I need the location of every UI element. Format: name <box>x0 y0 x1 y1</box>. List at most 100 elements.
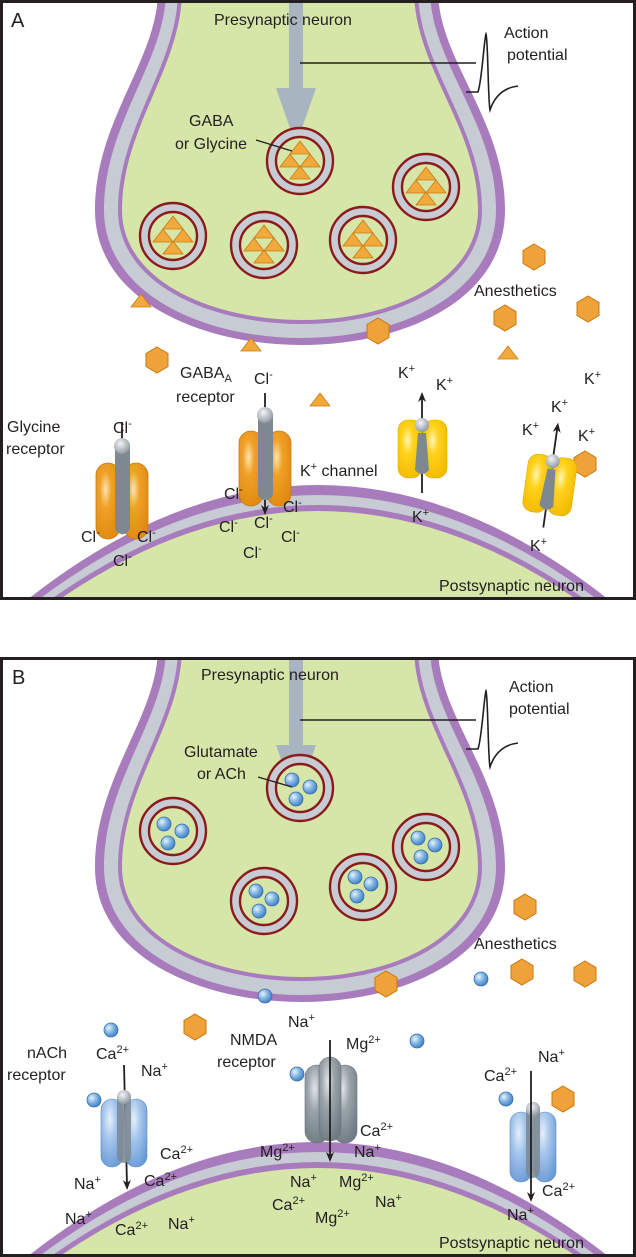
ion-label: Ca2+ <box>144 1171 177 1190</box>
ion-label: Cl- <box>254 513 273 532</box>
ion-label: Mg2+ <box>260 1142 295 1161</box>
anesthetics-label-b: Anesthetics <box>474 936 557 953</box>
postsynaptic-neuron-b <box>30 1142 606 1254</box>
glutamate-molecule <box>103 1022 119 1038</box>
action-potential-trace-b <box>300 688 519 771</box>
ion-label: Na+ <box>375 1192 402 1211</box>
glutamate-molecule <box>257 988 273 1004</box>
action-potential-trace-a <box>300 31 519 114</box>
ion-label: Na+ <box>507 1205 534 1224</box>
vesicle <box>229 866 299 936</box>
presynaptic-label-a: Presynaptic neuron <box>214 12 352 29</box>
ion-label: Na+ <box>290 1172 317 1191</box>
vesicle <box>391 812 461 882</box>
panel-letter-a: A <box>11 10 25 32</box>
transmitter-label-b-2: or ACh <box>197 766 246 783</box>
ion-label: K+ <box>578 426 595 445</box>
vesicle <box>328 852 398 922</box>
potassium-ions: K+ K+ K+ K+ K+ K+ K+ K+ <box>398 363 601 555</box>
cation-ions: Ca2+ Na+ Ca2+ Na+ Ca2+ Na+ Ca2+ Na+ Na+ … <box>65 1012 575 1239</box>
action-potential-label-1: Action <box>504 25 548 42</box>
ion-label: Ca2+ <box>272 1195 305 1214</box>
ion-label: K+ <box>522 420 539 439</box>
ion-label: Mg2+ <box>346 1034 381 1053</box>
action-potential-label-2: potential <box>509 701 570 718</box>
anesthetics-label-a: Anesthetics <box>474 283 557 300</box>
ion-label: Cl- <box>254 369 273 388</box>
nmda-receptor-label-2: receptor <box>217 1054 276 1071</box>
gabaa-receptor-label-1: GABAA <box>180 365 232 385</box>
glycine-receptor <box>95 422 149 540</box>
ion-label: Na+ <box>74 1174 101 1193</box>
ion-label: Ca2+ <box>160 1144 193 1163</box>
action-potential-arrow-a <box>276 3 316 145</box>
ion-label: Cl- <box>81 527 100 546</box>
ion-label: Na+ <box>141 1061 168 1080</box>
ion-label: Mg2+ <box>339 1172 374 1191</box>
ion-label: Cl- <box>224 484 243 503</box>
vesicle <box>138 796 208 866</box>
glutamate-molecule <box>289 1066 305 1082</box>
glycine-receptor-label-2: receptor <box>6 441 65 458</box>
transmitter-label-a-2: or Glycine <box>175 136 247 153</box>
glycine-receptor-label-1: Glycine <box>7 419 60 436</box>
vesicle <box>138 201 208 271</box>
ion-label: K+ <box>530 536 547 555</box>
ion-label: Ca2+ <box>360 1121 393 1140</box>
glutamate-molecule <box>409 1033 425 1049</box>
transmitter-label-a-1: GABA <box>189 113 234 130</box>
nmda-receptor <box>304 1040 358 1162</box>
k-channel <box>397 392 448 493</box>
k-channel-label: K+ channel <box>300 461 378 480</box>
transmitter-label-b-1: Glutamate <box>184 744 258 761</box>
postsynaptic-label-a: Postsynaptic neuron <box>439 578 584 595</box>
transmitter-pointer-b <box>257 776 293 788</box>
gabaa-receptor-label-2: receptor <box>176 389 235 406</box>
presynaptic-label-b: Presynaptic neuron <box>201 667 339 684</box>
ion-label: Cl- <box>281 527 300 546</box>
action-potential-label-2: potential <box>507 47 568 64</box>
panel-letter-b: B <box>12 667 25 689</box>
ion-label: Cl- <box>113 551 132 570</box>
nach-receptor-label-2: receptor <box>7 1067 66 1084</box>
ion-label: Cl- <box>283 497 302 516</box>
vesicle <box>328 205 398 275</box>
vesicle <box>391 152 461 222</box>
panel-b: Action potential Presynaptic neuron B Gl… <box>0 657 636 1257</box>
ion-label: K+ <box>398 363 415 382</box>
transmitter-pointer-a <box>255 139 293 152</box>
glutamate-molecule <box>86 1092 102 1108</box>
panel-a: Action potential Presynaptic neuron A GA… <box>0 0 636 600</box>
nach-receptor-label-1: nACh <box>27 1045 67 1062</box>
ion-label: Na+ <box>65 1209 92 1228</box>
vesicle <box>229 210 299 280</box>
ion-label: K+ <box>551 397 568 416</box>
glutamate-molecule <box>498 1091 514 1107</box>
ion-label: Na+ <box>538 1047 565 1066</box>
ion-label: Na+ <box>288 1012 315 1031</box>
vesicle <box>265 126 335 196</box>
k-channel <box>522 422 578 528</box>
chloride-ions: Cl- Cl- Cl- Cl- Cl- Cl- Cl- Cl- Cl- Cl- … <box>81 369 302 570</box>
vesicle <box>265 753 335 823</box>
ion-label: Ca2+ <box>115 1220 148 1239</box>
ion-label: Ca2+ <box>96 1044 129 1063</box>
ion-label: Cl- <box>137 527 156 546</box>
ion-label: Cl- <box>219 517 238 536</box>
ion-label: Mg2+ <box>315 1208 350 1227</box>
ion-label: K+ <box>412 507 429 526</box>
postsynaptic-neuron-a <box>30 485 606 597</box>
gabaa-receptor <box>238 393 292 515</box>
ion-label: Ca2+ <box>484 1066 517 1085</box>
ion-label: Ca2+ <box>542 1181 575 1200</box>
glutamate-molecule <box>473 971 489 987</box>
ion-label: Cl- <box>113 418 132 437</box>
action-potential-label-1: Action <box>509 679 553 696</box>
ion-label: Na+ <box>168 1214 195 1233</box>
nach-receptor <box>100 1064 148 1190</box>
ion-label: Cl- <box>243 543 262 562</box>
nach-receptor <box>509 1071 557 1202</box>
nmda-receptor-label-1: NMDA <box>230 1032 277 1049</box>
postsynaptic-label-b: Postsynaptic neuron <box>439 1235 584 1252</box>
